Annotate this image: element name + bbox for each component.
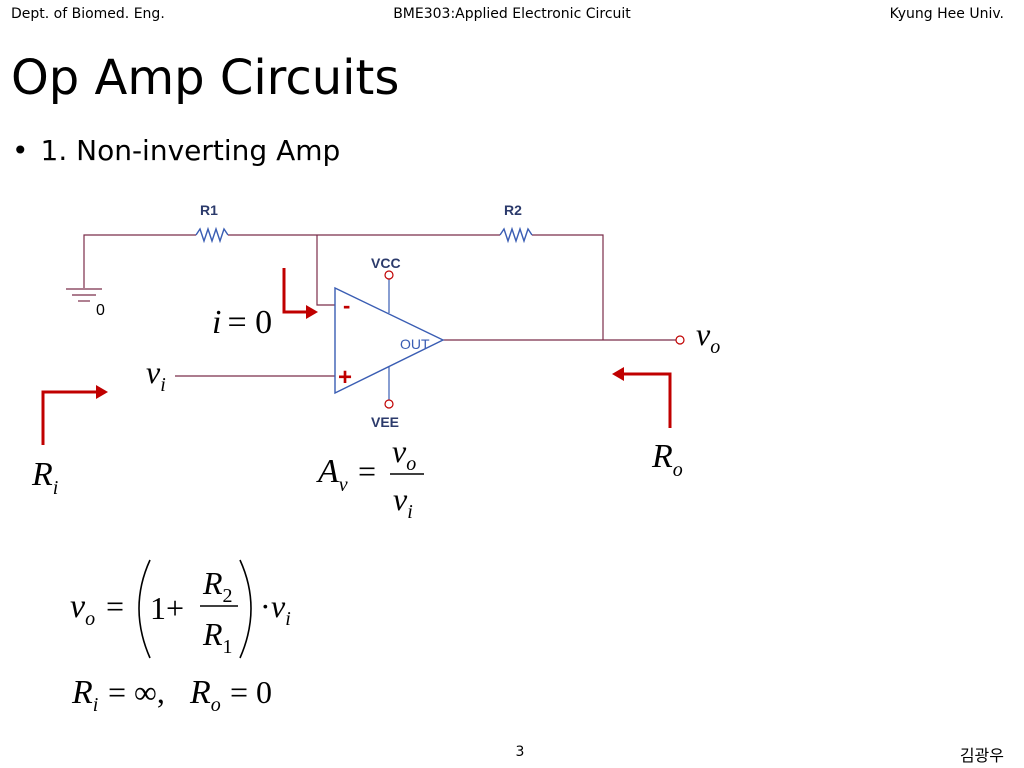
ri-var: R	[31, 456, 53, 493]
output-var: v	[696, 316, 711, 352]
ro-label: Ro	[651, 438, 683, 481]
author-name: 김광우	[959, 746, 1004, 765]
ri-sub: i	[53, 477, 59, 499]
ri-label: Ri	[31, 456, 58, 499]
gain-lhs-sub: v	[339, 474, 348, 496]
current-var: i	[212, 304, 221, 341]
slide-title: Op Amp Circuits	[11, 50, 400, 106]
current-arrow	[282, 268, 312, 314]
bullet-item: • 1. Non-inverting Amp	[12, 134, 340, 167]
gain-lhs-var: A	[316, 453, 339, 490]
gain-num-var: v	[392, 433, 407, 469]
out-label: OUT	[400, 336, 430, 352]
circuit-wires	[83, 234, 676, 377]
impedance-equation: Ri = ∞, Ro = 0	[71, 674, 272, 716]
vee-label: VEE	[371, 414, 399, 430]
header-department: Dept. of Biomed. Eng.	[11, 6, 165, 22]
vo-numerator: R2	[202, 565, 233, 607]
gain-den-sub: i	[407, 501, 413, 523]
bullet-dot: •	[12, 134, 29, 167]
imp-ri-value: = ∞,	[108, 674, 165, 710]
ri-arrow-head	[96, 385, 108, 399]
header-university: Kyung Hee Univ.	[889, 6, 1004, 22]
vo-rhs-sub: i	[285, 608, 291, 630]
imp-ro-sub: o	[211, 694, 221, 716]
ro-arrow	[620, 372, 672, 428]
vcc-label: VCC	[371, 255, 401, 271]
page-number: 3	[515, 744, 525, 760]
imp-ro: Ro	[189, 674, 221, 716]
gain-numerator: vo	[392, 433, 416, 475]
bullet-text: 1. Non-inverting Amp	[40, 134, 341, 167]
vo-denominator: R1	[202, 616, 233, 658]
gain-equals: =	[358, 453, 376, 489]
wire-r2-out	[532, 234, 604, 340]
gain-lhs: Av	[316, 453, 348, 496]
wire-feedback-minus	[316, 235, 336, 306]
header-course: BME303:Applied Electronic Circuit	[393, 6, 631, 22]
output-voltage-label: vo	[696, 316, 720, 358]
vo-right-paren	[239, 559, 252, 659]
vo-rhs: vi	[271, 588, 291, 630]
ro-sub: o	[673, 459, 683, 481]
imp-ri-sub: i	[93, 694, 99, 716]
input-sub: i	[160, 374, 166, 396]
imp-ro-var: R	[189, 674, 211, 711]
vo-equation: vo = 1+ R2 R1 · vi	[70, 559, 291, 659]
minus-sign: -	[343, 293, 350, 318]
vo-den-var: R	[202, 616, 223, 652]
ri-arrow	[41, 390, 100, 445]
vcc-terminal	[384, 270, 394, 280]
input-var: v	[146, 354, 161, 390]
vo-lhs-sub: o	[85, 608, 95, 630]
gain-den-var: v	[393, 481, 408, 517]
r2-label: R2	[504, 202, 522, 218]
vo-lhs: vo	[70, 588, 95, 630]
output-sub: o	[710, 336, 720, 358]
ground-label: 0	[96, 302, 105, 319]
gain-num-sub: o	[406, 453, 416, 475]
ro-var: R	[651, 438, 673, 475]
wire-ground-r1	[83, 234, 196, 288]
ground-symbol	[66, 288, 102, 302]
gain-equation: Av = vo vi	[316, 433, 424, 523]
vo-num-var: R	[202, 565, 223, 601]
opamp-triangle	[334, 286, 445, 395]
current-label: i= 0	[212, 304, 272, 341]
imp-ri: Ri	[71, 674, 98, 716]
imp-ri-var: R	[71, 674, 93, 711]
resistor-r1	[195, 226, 229, 244]
vo-terminal	[675, 335, 685, 345]
ro-arrow-head	[612, 367, 624, 381]
gain-denominator: vi	[393, 481, 413, 523]
vo-dot: ·	[260, 588, 271, 624]
vo-lhs-var: v	[70, 588, 86, 625]
r1-label: R1	[200, 202, 218, 218]
vo-equals: =	[106, 588, 124, 624]
vee-terminal	[384, 399, 394, 409]
vo-one-plus: 1+	[150, 590, 184, 626]
input-voltage-label: vi	[146, 354, 166, 396]
plus-sign: +	[338, 364, 352, 391]
current-arrow-head	[306, 305, 318, 319]
vo-left-paren	[138, 559, 151, 659]
vo-rhs-var: v	[271, 588, 286, 624]
vo-num-sub: 2	[223, 585, 233, 607]
imp-ro-value: = 0	[230, 674, 272, 710]
resistor-r2	[499, 226, 533, 244]
vo-den-sub: 1	[223, 636, 233, 658]
current-eq: = 0	[227, 304, 272, 341]
